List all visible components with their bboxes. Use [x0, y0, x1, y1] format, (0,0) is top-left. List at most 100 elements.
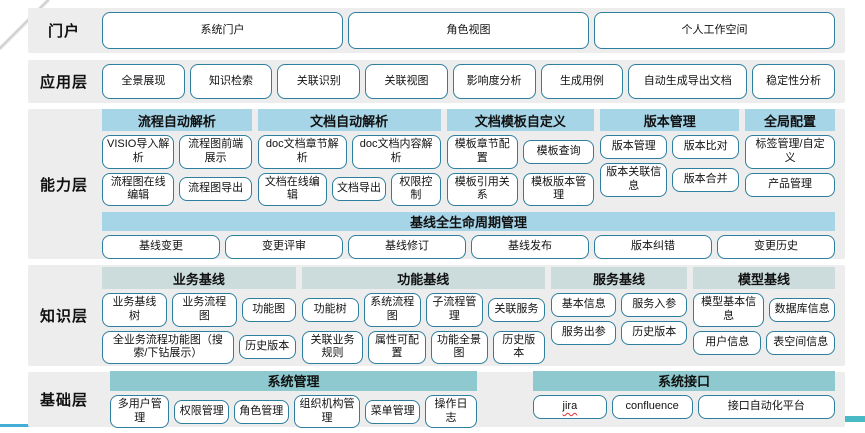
- group-system-management: 系统管理多用户管理权限管理角色管理组织机构管理菜单管理操作日志: [110, 370, 477, 429]
- group-header-model-baseline: 模型基线: [692, 267, 835, 289]
- node-button[interactable]: 文档导出: [331, 177, 387, 202]
- node-button[interactable]: 用户信息: [692, 330, 762, 355]
- layer-label-foundation: 基础层: [39, 392, 88, 409]
- button-row: VISIO导入解析流程图前端展示: [102, 135, 252, 169]
- node-button[interactable]: 基线修订: [348, 235, 466, 259]
- node-button[interactable]: 服务入参: [621, 293, 687, 317]
- node-button[interactable]: 版本纠错: [594, 235, 712, 259]
- node-button[interactable]: 操作日志: [424, 394, 477, 429]
- node-button[interactable]: 子流程管理: [425, 293, 483, 327]
- node-button[interactable]: 组织机构管理: [293, 394, 361, 429]
- node-button[interactable]: 业务流程图: [171, 293, 237, 327]
- node-button[interactable]: 多用户管理: [110, 394, 170, 429]
- layer-label-portal: 门户: [47, 23, 80, 40]
- node-button[interactable]: doc文档章节解析: [257, 135, 347, 169]
- node-button[interactable]: 历史版本: [621, 321, 687, 345]
- node-button[interactable]: 系统流程图: [363, 293, 421, 327]
- group-doc-template-custom: 文档模板自定义模板章节配置模板查询模板引用关系模板版本管理: [446, 109, 595, 206]
- node-button[interactable]: 关联业务规则: [301, 330, 364, 364]
- node-button[interactable]: 模板查询: [522, 139, 595, 164]
- node-button[interactable]: 表空间信息: [766, 330, 835, 355]
- node-button[interactable]: 版本关联信息: [600, 163, 668, 197]
- node-button[interactable]: 关联服务: [487, 297, 545, 322]
- node-button[interactable]: 历史版本: [492, 330, 545, 364]
- node-button[interactable]: 全业务流程功能图（搜索/下钻展示）: [102, 330, 234, 364]
- node-button[interactable]: 菜单管理: [365, 399, 420, 424]
- node-button[interactable]: 基本信息: [550, 293, 617, 317]
- group-header-system-management: 系统管理: [110, 370, 477, 391]
- node-button[interactable]: 权限控制: [391, 172, 441, 206]
- node-button[interactable]: 生成用例: [540, 64, 624, 99]
- node-button[interactable]: 变更历史: [717, 235, 835, 259]
- button-row: 系统门户角色视图个人工作空间: [102, 12, 835, 49]
- node-button[interactable]: 功能图: [241, 297, 296, 322]
- group-global-config: 全局配置标签管理/自定义产品管理: [745, 109, 835, 206]
- node-button[interactable]: 模板版本管理: [522, 172, 595, 206]
- node-button[interactable]: 角色视图: [348, 12, 589, 49]
- group-function-baseline: 功能基线功能树系统流程图子流程管理关联服务关联业务规则属性可配置功能全景图历史版…: [301, 267, 545, 364]
- group-header-system-interface: 系统接口: [533, 370, 835, 391]
- node-button[interactable]: jira: [533, 394, 607, 419]
- group-header-doc-template-custom: 文档模板自定义: [446, 109, 595, 131]
- node-button[interactable]: 服务出参: [550, 321, 617, 345]
- node-button[interactable]: 产品管理: [745, 172, 835, 197]
- node-button[interactable]: 知识检索: [189, 64, 273, 99]
- node-button[interactable]: 模板引用关系: [446, 172, 518, 206]
- node-button[interactable]: 影响度分析: [452, 64, 536, 99]
- button-row: 模型基本信息数据库信息: [692, 293, 835, 327]
- layer-content-knowledge: 业务基线业务基线树业务流程图功能图全业务流程功能图（搜索/下钻展示）历史版本功能…: [100, 265, 845, 366]
- node-button[interactable]: doc文档内容解析: [351, 135, 441, 169]
- button-row: 用户信息表空间信息: [692, 330, 835, 355]
- node-button[interactable]: 历史版本: [238, 335, 296, 360]
- node-button[interactable]: 接口自动化平台: [697, 394, 835, 419]
- node-button[interactable]: 文档在线编辑: [257, 172, 327, 206]
- node-button[interactable]: 自动生成导出文档: [628, 64, 748, 99]
- node-button[interactable]: 基线发布: [471, 235, 589, 259]
- node-button[interactable]: VISIO导入解析: [102, 135, 175, 169]
- group-header-function-baseline: 功能基线: [301, 267, 545, 289]
- node-button[interactable]: 功能全景图: [430, 330, 488, 364]
- node-button[interactable]: 流程图前端展示: [179, 135, 252, 169]
- node-button[interactable]: 关联视图: [365, 64, 448, 99]
- node-button[interactable]: confluence: [611, 394, 693, 419]
- button-row: 关联业务规则属性可配置功能全景图历史版本: [301, 330, 545, 364]
- node-button[interactable]: 角色管理: [234, 399, 289, 424]
- node-button[interactable]: 版本管理: [600, 135, 668, 159]
- node-button[interactable]: 关联识别: [277, 64, 361, 99]
- node-button[interactable]: 属性可配置: [368, 330, 426, 364]
- bottom-accent-line: [0, 424, 33, 427]
- node-button[interactable]: 功能树: [301, 297, 359, 322]
- group-header-service-baseline: 服务基线: [550, 267, 687, 289]
- node-button[interactable]: 数据库信息: [769, 297, 835, 322]
- node-button[interactable]: 流程图在线编辑: [102, 172, 175, 206]
- node-button[interactable]: 版本比对: [672, 135, 740, 159]
- button-row: 基本信息服务入参: [550, 293, 687, 317]
- node-button[interactable]: 模型基本信息: [692, 293, 765, 327]
- node-button[interactable]: 系统门户: [102, 12, 343, 49]
- layer-label-capability: 能力层: [39, 176, 88, 194]
- node-button[interactable]: 版本合并: [672, 167, 740, 192]
- node-button[interactable]: 基线变更: [102, 235, 220, 259]
- node-button[interactable]: 业务基线树: [102, 293, 167, 327]
- node-button[interactable]: 流程图导出: [179, 177, 252, 202]
- node-button[interactable]: 标签管理/自定义: [745, 135, 835, 169]
- button-row: 文档在线编辑文档导出权限控制: [257, 172, 441, 206]
- node-button[interactable]: 权限管理: [174, 399, 229, 424]
- layer-band-application: 应用层全景展现知识检索关联识别关联视图影响度分析生成用例自动生成导出文档稳定性分…: [28, 60, 845, 103]
- node-button[interactable]: 变更评审: [225, 235, 343, 259]
- button-row: 流程图在线编辑流程图导出: [102, 172, 252, 206]
- node-button[interactable]: 个人工作空间: [594, 12, 835, 49]
- button-row: 全景展现知识检索关联识别关联视图影响度分析生成用例自动生成导出文档稳定性分析: [102, 64, 835, 99]
- node-button[interactable]: 稳定性分析: [752, 64, 835, 99]
- node-button[interactable]: 全景展现: [102, 64, 185, 99]
- button-row: 基线变更变更评审基线修订基线发布版本纠错变更历史: [102, 235, 835, 259]
- node-button[interactable]: 模板章节配置: [446, 135, 518, 169]
